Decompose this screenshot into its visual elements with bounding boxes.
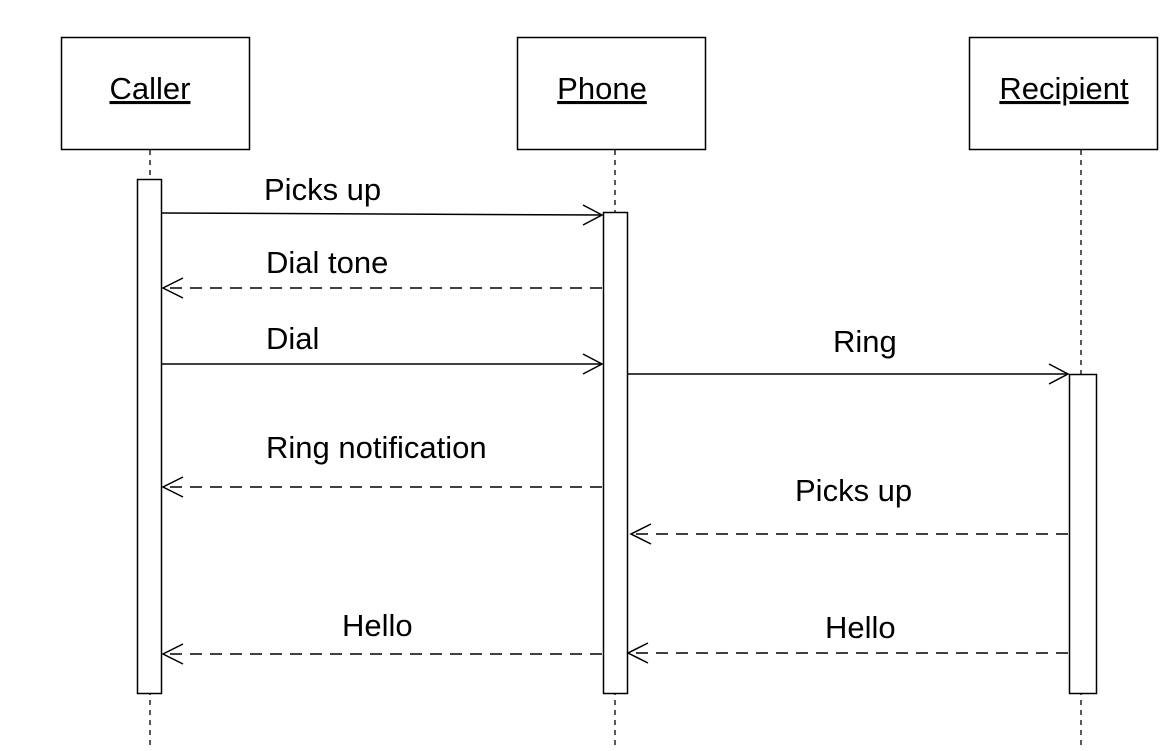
participant-recipient: Recipient: [968, 36, 1159, 151]
message-label: Picks up: [795, 473, 912, 508]
message-dial: Dial: [162, 321, 604, 375]
message-arrow-line: [161, 212, 603, 216]
message-label: Hello: [825, 610, 896, 645]
message-label: Hello: [342, 608, 413, 643]
activation-bar-phone: [602, 211, 629, 695]
participant-caller: Caller: [60, 36, 251, 151]
message-label: Dial: [266, 321, 319, 356]
message-label: Ring: [833, 324, 897, 359]
arrowhead-right-icon: [582, 204, 604, 226]
arrowhead-right-icon: [582, 353, 604, 375]
arrowhead-right-icon: [1048, 363, 1070, 385]
participant-phone: Phone: [516, 36, 707, 151]
message-picks-up-recipient-to-phone: Picks up: [629, 473, 1068, 545]
participant-box: [516, 36, 707, 151]
participant-box: [60, 36, 251, 151]
message-dial-tone: Dial tone: [161, 245, 602, 299]
participant-label: Phone: [557, 71, 647, 106]
message-hello-phone-to-caller: Hello: [161, 608, 602, 665]
arrowhead-left-icon: [626, 642, 649, 664]
message-label: Picks up: [264, 172, 381, 207]
arrowhead-left-icon: [161, 476, 184, 498]
arrowhead-left-icon: [161, 277, 184, 299]
participant-label: Caller: [110, 71, 191, 106]
participant-label: Recipient: [999, 71, 1129, 106]
message-ring-notification: Ring notification: [161, 430, 602, 498]
message-hello-recipient-to-phone: Hello: [626, 610, 1068, 664]
arrowhead-left-icon: [161, 643, 184, 665]
message-label: Ring notification: [266, 430, 487, 465]
activation-bar-recipient: [1068, 373, 1098, 695]
message-label: Dial tone: [266, 245, 388, 280]
activation-bar-caller: [136, 178, 163, 695]
participant-box: [968, 36, 1159, 151]
message-ring: Ring: [628, 324, 1070, 385]
arrowhead-left-icon: [629, 523, 652, 545]
message-picks-up-caller-to-phone: Picks up: [161, 172, 604, 226]
